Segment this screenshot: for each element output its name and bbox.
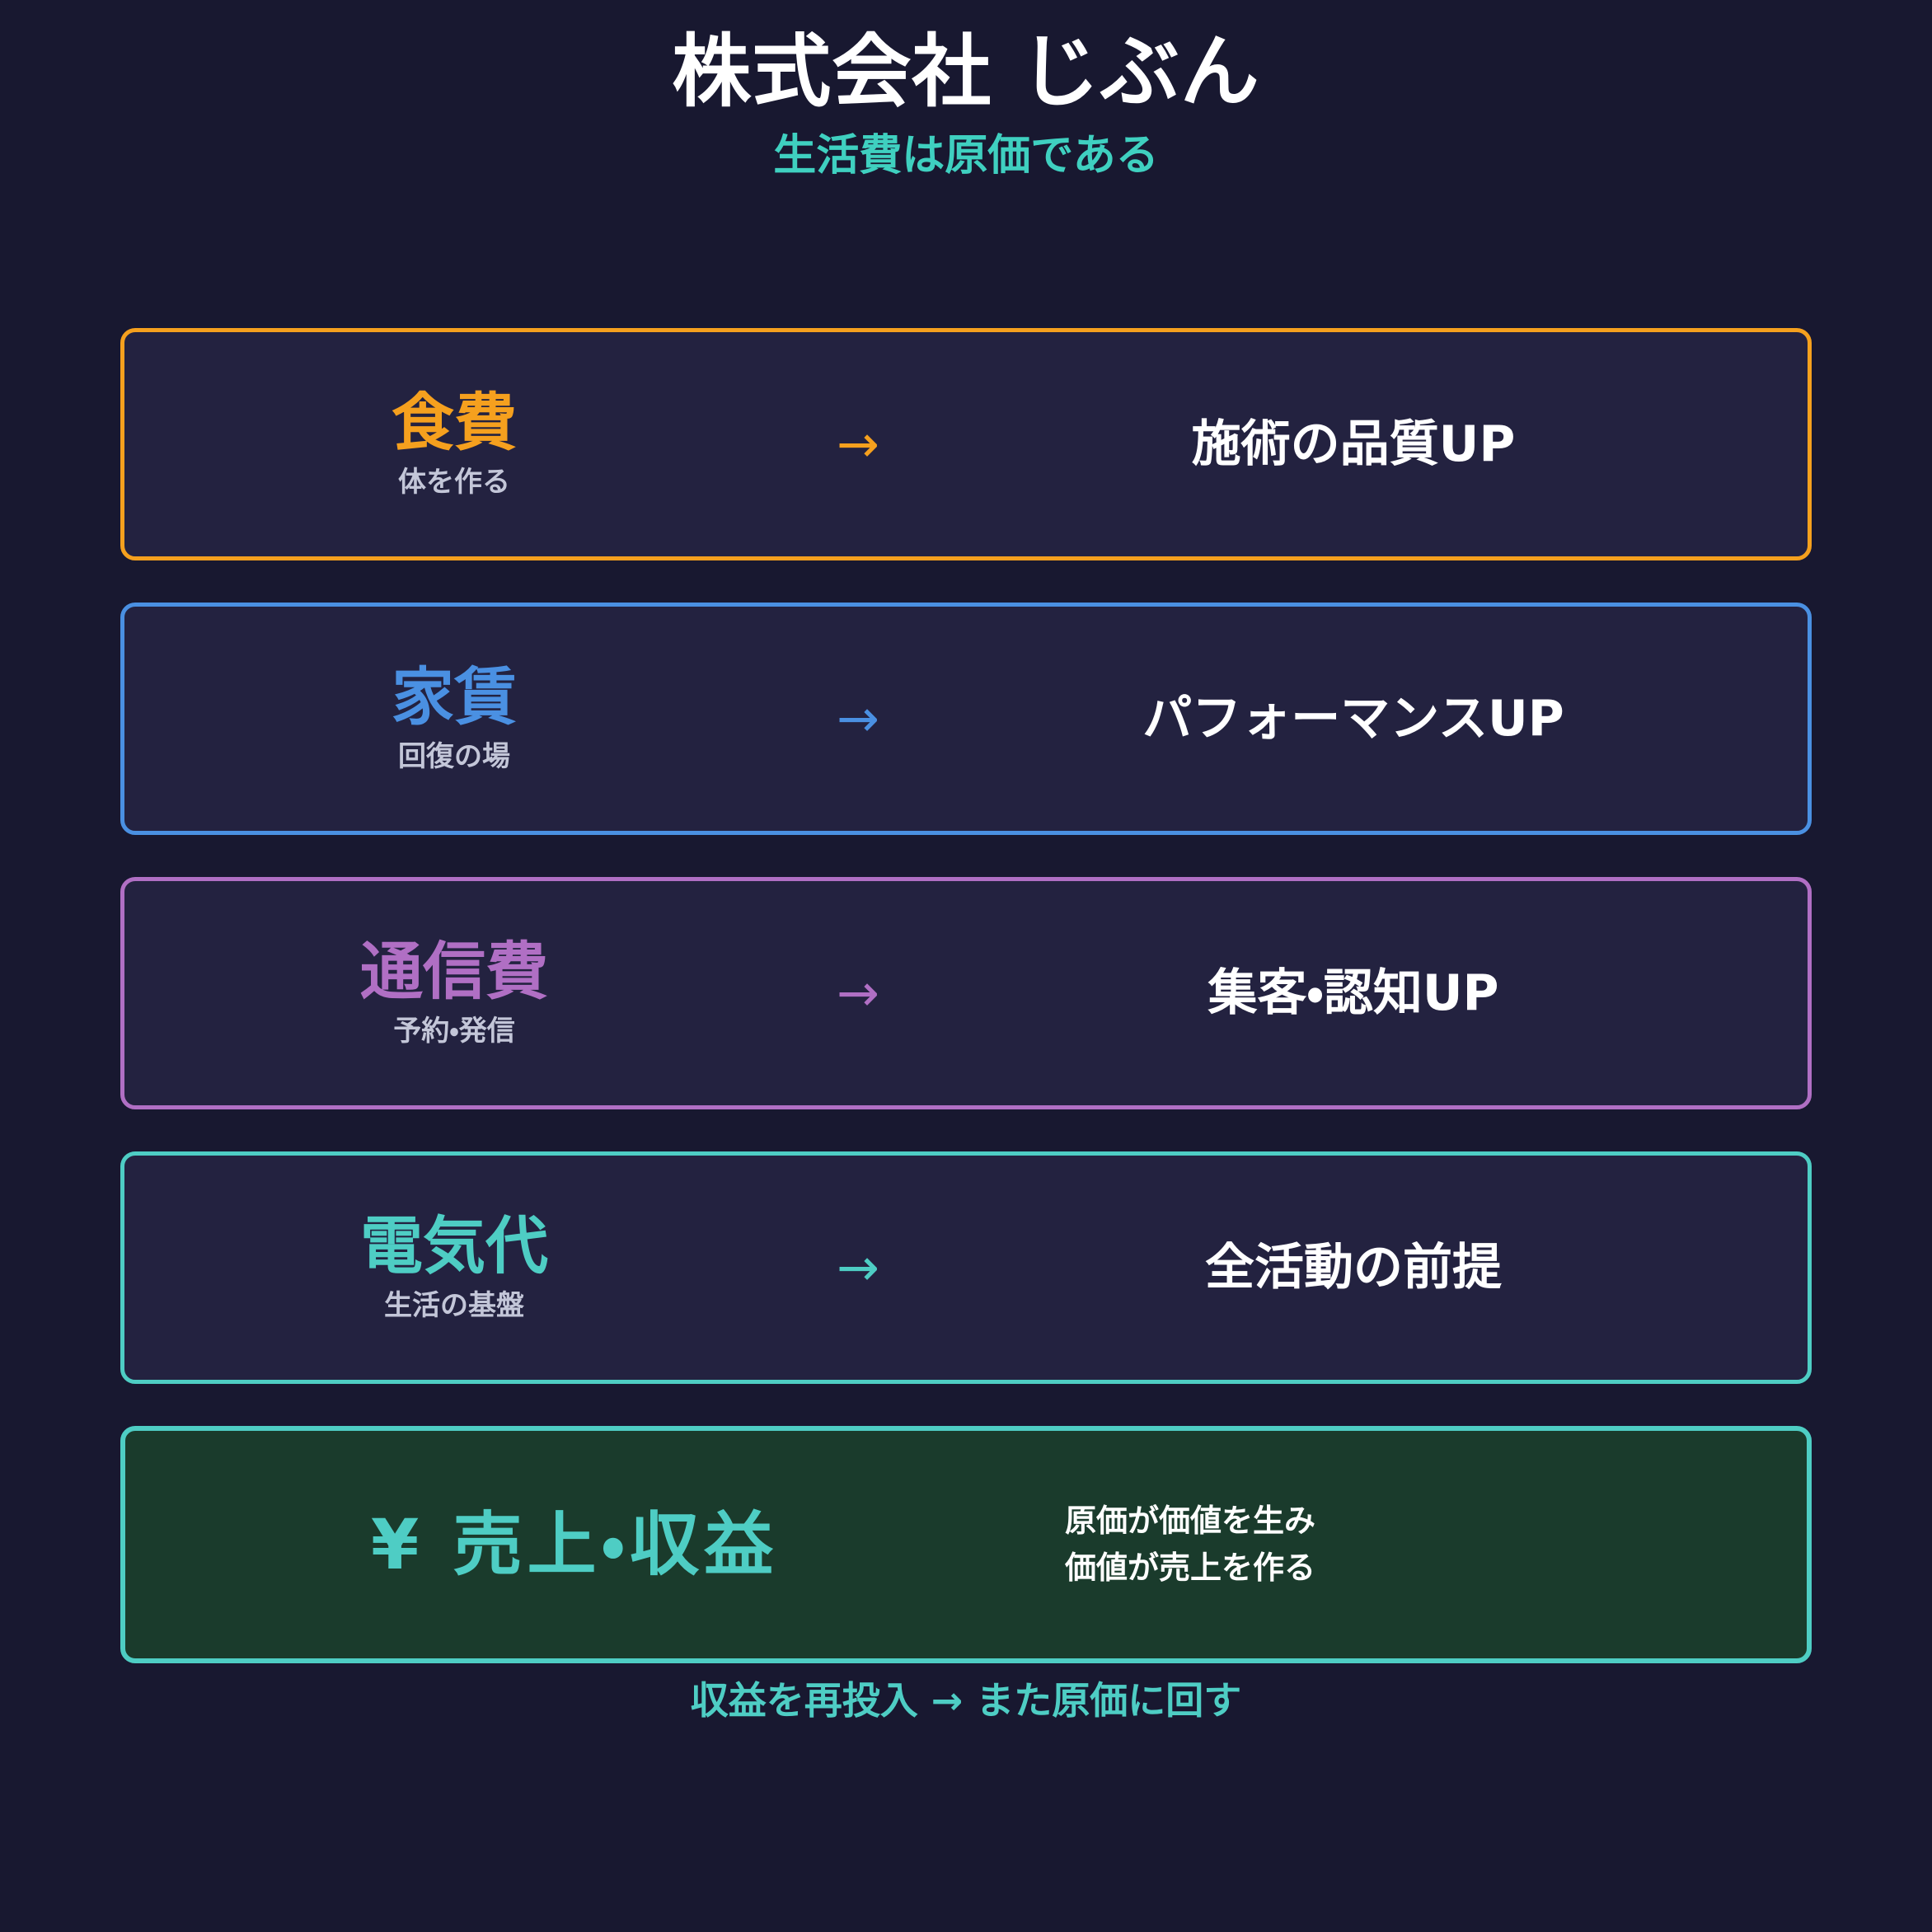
cost-sublabel: 予約・発信 — [393, 1014, 515, 1048]
effect-label: 施術の品質UP — [1191, 415, 1516, 473]
cost-label: 電気代 — [360, 1208, 548, 1283]
cost-block: 通信費 予約・発信 — [124, 934, 784, 1048]
cost-card-communication: 通信費 予約・発信 → 集客・認知UP — [120, 877, 1812, 1109]
cost-card-food: 食費 体を作る → 施術の品質UP — [120, 328, 1812, 560]
effect-label: 全活動の前提 — [1205, 1239, 1502, 1297]
cost-label: 通信費 — [360, 934, 548, 1008]
revenue-note: 原価が価値を生み 価値が売上を作る — [1024, 1498, 1807, 1592]
arrow-right-icon: → — [837, 688, 879, 748]
footer-caption: 収益を再投入 → また原価に回す — [690, 1678, 1242, 1723]
cost-sublabel: 回復の場 — [398, 739, 510, 773]
page-subtitle: 生活費は原価である — [773, 130, 1159, 181]
cost-label: 家賃 — [392, 659, 517, 734]
cost-sublabel: 生活の基盤 — [384, 1288, 524, 1322]
cost-sublabel: 体を作る — [398, 465, 510, 499]
page-title: 株式会社 じぶん — [672, 26, 1260, 118]
cost-card-rent: 家賃 回復の場 → パフォーマンスUP — [120, 603, 1812, 835]
arrow-right-icon: → — [837, 963, 879, 1023]
effect-label: 集客・認知UP — [1208, 964, 1499, 1022]
header: 株式会社 じぶん 生活費は原価である — [0, 0, 1932, 184]
cost-label: 食費 — [392, 385, 517, 459]
cost-block: 電気代 生活の基盤 — [124, 1208, 784, 1323]
revenue-note-line-2: 価値が売上を作る — [1065, 1550, 1316, 1586]
revenue-label: ¥ 売上・収益 — [370, 1503, 779, 1585]
arrow-right-icon: → — [837, 414, 879, 474]
revenue-note-line-1: 原価が価値を生み — [1065, 1503, 1316, 1539]
revenue-card: ¥ 売上・収益 原価が価値を生み 価値が売上を作る — [120, 1426, 1812, 1663]
arrow-right-icon: → — [837, 1237, 879, 1297]
cost-card-electricity: 電気代 生活の基盤 → 全活動の前提 — [120, 1151, 1812, 1384]
cost-card-list: 食費 体を作る → 施術の品質UP 家賃 回復の場 → パフォーマンスUP 通信… — [120, 328, 1812, 1663]
cost-block: 家賃 回復の場 — [124, 664, 784, 774]
effect-label: パフォーマンスUP — [1142, 690, 1564, 748]
cost-block: 食費 体を作る — [124, 385, 784, 499]
